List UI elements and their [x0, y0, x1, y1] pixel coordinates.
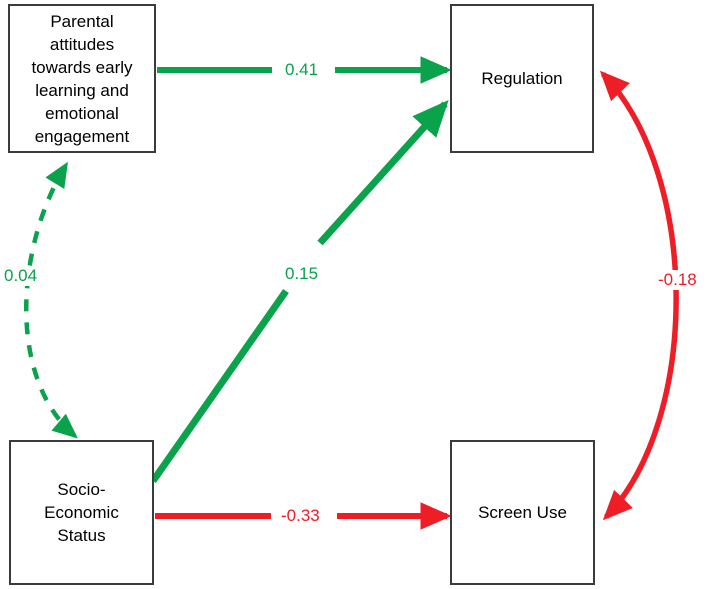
edge-label-regulation-with-screen-use: -0.18	[654, 270, 701, 290]
edge-ses-to-regulation	[150, 99, 449, 484]
edge-label-ses-to-regulation: 0.15	[281, 264, 323, 284]
node-parental-attitudes[interactable]: Parental attitudes towards early learnin…	[8, 4, 156, 153]
node-label: Screen Use	[478, 503, 567, 522]
node-screen-use[interactable]: Screen Use	[450, 440, 595, 585]
edge-regulation-with-screen-use	[599, 70, 679, 521]
node-label: Regulation	[481, 69, 563, 88]
node-label: Socio- Economic Status	[44, 480, 119, 545]
node-label: Parental attitudes towards early learnin…	[31, 11, 133, 146]
node-regulation[interactable]: Regulation	[450, 4, 594, 153]
edge-covariance-curve	[599, 70, 679, 521]
edge-ses-with-attitudes	[24, 161, 78, 439]
node-socio-economic-status[interactable]: Socio- Economic Status	[9, 440, 154, 585]
edge-diagonal-segment-upper	[317, 99, 449, 246]
edge-label-ses-to-screen-use: -0.33	[277, 506, 324, 526]
edge-label-ses-with-attitudes: 0.04	[0, 266, 42, 286]
edge-covariance-curve	[24, 161, 78, 439]
edge-label-attitudes-to-regulation: 0.41	[281, 60, 323, 80]
edge-diagonal-segment-lower	[150, 288, 289, 484]
